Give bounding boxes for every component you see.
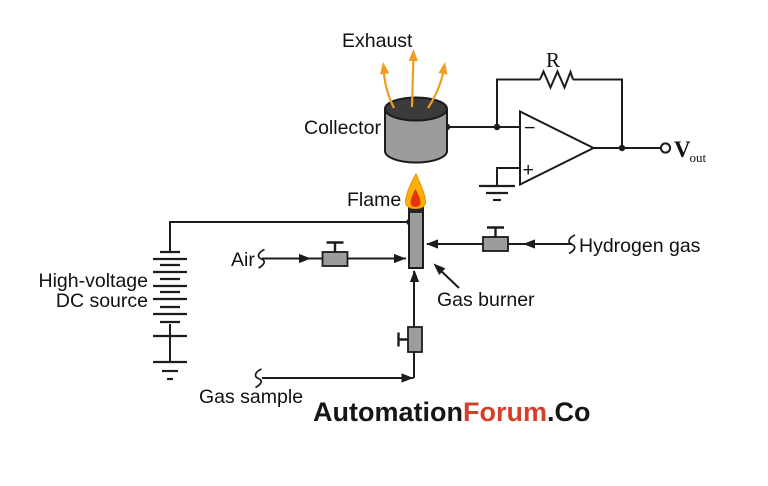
arrowhead bbox=[438, 61, 450, 75]
gas-sample-label: Gas sample bbox=[199, 386, 303, 408]
resistor-zigzag bbox=[539, 69, 574, 91]
flame-icon-core bbox=[410, 189, 421, 207]
battery-ground-symbol bbox=[153, 360, 187, 381]
gas-burner-body bbox=[408, 206, 424, 269]
exhaust-label: Exhaust bbox=[342, 30, 413, 52]
resistor-label: R bbox=[546, 48, 560, 72]
hydrogen-gas-label: Hydrogen gas bbox=[579, 235, 701, 257]
air-valve bbox=[321, 241, 349, 267]
opamp-plus-sign: + bbox=[523, 159, 534, 181]
vout-label: V bbox=[674, 137, 691, 162]
vout-subscript: out bbox=[690, 150, 707, 165]
arrowhead bbox=[426, 239, 438, 249]
watermark-logo: AutomationForum.Co bbox=[313, 397, 590, 428]
feedback-wire bbox=[496, 78, 623, 148]
collector-top bbox=[384, 96, 448, 122]
opamp-triangle bbox=[519, 109, 596, 187]
vout-terminal bbox=[659, 142, 672, 154]
gas-burner-cap bbox=[409, 207, 423, 213]
hydrogen-valve bbox=[482, 226, 509, 252]
arrowhead bbox=[394, 253, 406, 264]
gas-sample-break-squiggle bbox=[254, 368, 263, 389]
arrowhead bbox=[409, 270, 420, 282]
gas-sample-line bbox=[262, 271, 415, 379]
high-voltage-label-line1: High-voltage bbox=[39, 270, 148, 292]
watermark-part3: .Co bbox=[546, 397, 591, 427]
circuit-wires bbox=[153, 69, 662, 389]
collector-label: Collector bbox=[304, 117, 381, 139]
high-voltage-label-line2: DC source bbox=[56, 290, 148, 312]
watermark-part2: Forum bbox=[462, 397, 547, 427]
opamp-ground-symbol bbox=[479, 184, 515, 202]
flame-label: Flame bbox=[347, 189, 401, 211]
noninverting-ground-wire bbox=[496, 167, 520, 186]
watermark-part1: Automation bbox=[313, 397, 463, 427]
valves bbox=[321, 226, 509, 353]
high-voltage-wire bbox=[169, 221, 409, 252]
collector-body bbox=[384, 109, 448, 164]
exhaust-arrow-middle bbox=[410, 52, 415, 108]
hydrogen-break-squiggle bbox=[568, 234, 576, 255]
arrowhead bbox=[378, 61, 390, 75]
opamp-minus-sign: − bbox=[524, 117, 535, 139]
arrowhead bbox=[401, 373, 414, 383]
gas-burner-label: Gas burner bbox=[437, 289, 535, 311]
arrowhead bbox=[299, 253, 311, 264]
air-label: Air bbox=[231, 249, 255, 271]
battery-symbol bbox=[153, 250, 187, 338]
arrowhead bbox=[523, 239, 535, 249]
gas-sample-valve bbox=[397, 326, 423, 353]
